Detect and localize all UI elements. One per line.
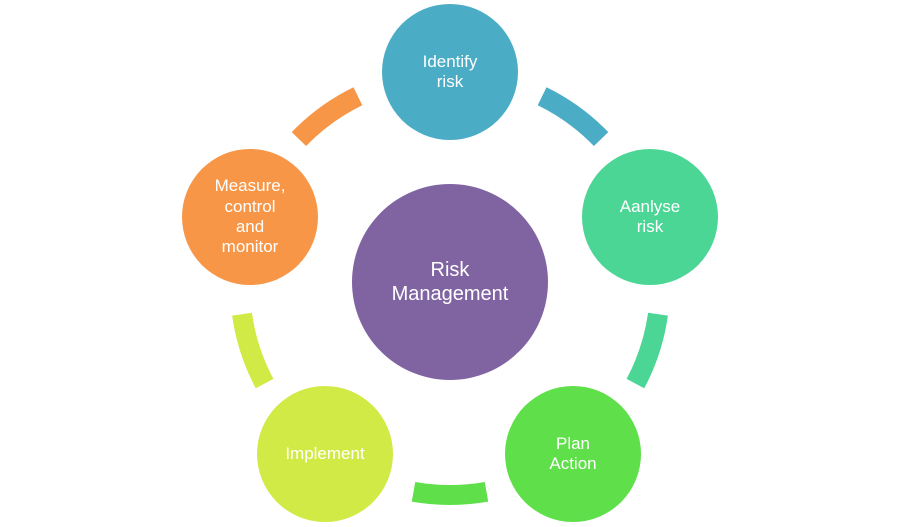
step-label: Aanlyse risk [619, 196, 681, 236]
step-identify-risk: Identify risk [382, 4, 518, 140]
step-measure-control-monitor: Measure, control and monitor [182, 149, 318, 285]
arc-plan-to-implement [411, 481, 489, 505]
step-label: Plan Action [549, 433, 597, 473]
arc-analyse-to-plan [626, 312, 668, 389]
arc-measure-to-identify [291, 87, 363, 147]
step-label: Identify risk [422, 51, 478, 91]
arc-implement-to-measure [232, 312, 274, 389]
step-analyse-risk: Aanlyse risk [582, 149, 718, 285]
center-label: Risk Management [391, 259, 509, 305]
step-implement: Implement [257, 386, 393, 522]
step-label: Implement [285, 443, 365, 463]
step-label: Measure, control and monitor [214, 176, 286, 257]
step-plan-action: Plan Action [505, 386, 641, 522]
arc-identify-to-analyse [537, 87, 609, 147]
center-risk-management: Risk Management [352, 184, 548, 380]
